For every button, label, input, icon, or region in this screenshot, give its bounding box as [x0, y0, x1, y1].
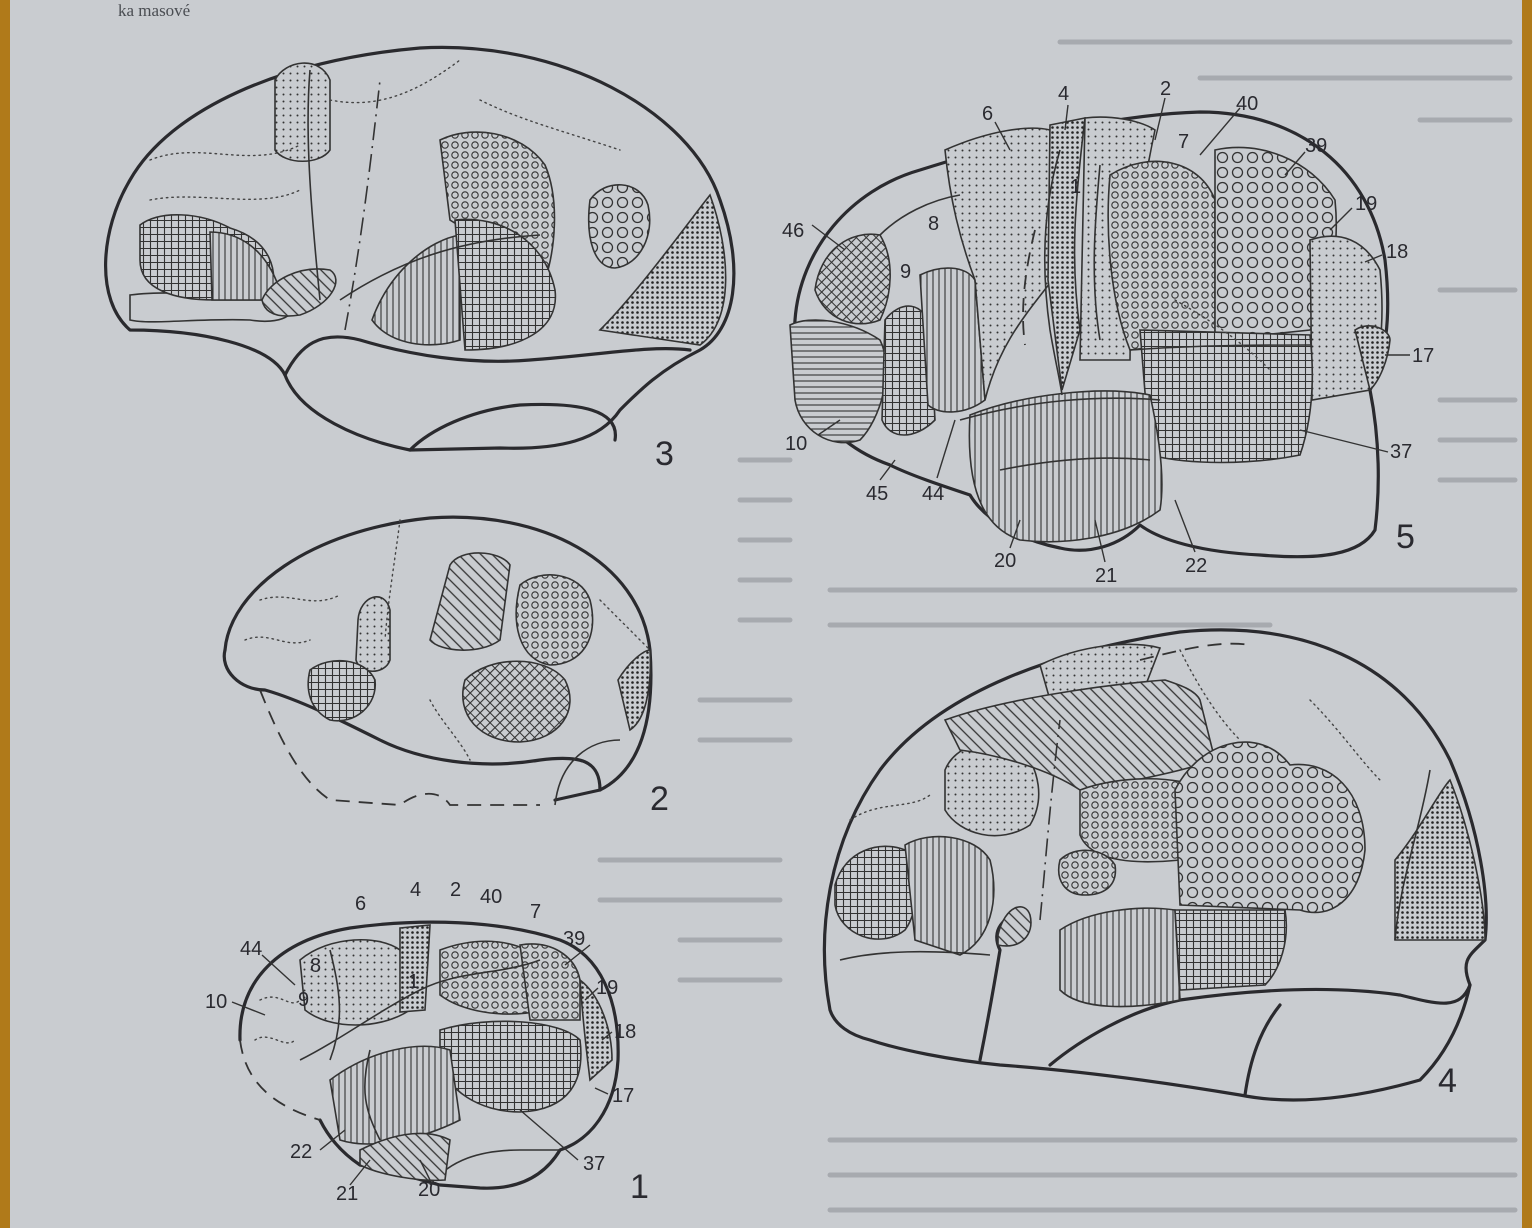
fig4-ring-tiny: [1059, 850, 1116, 895]
fig1-label-17: 17: [612, 1085, 634, 1107]
fig5-label-20: 20: [994, 550, 1016, 572]
fig1-label-37: 37: [583, 1153, 605, 1175]
fig3-number: 3: [655, 435, 674, 473]
fig1-label-8: 8: [310, 955, 321, 977]
fig5-number: 5: [1396, 518, 1415, 556]
fig4-vertical-area: [905, 837, 994, 955]
fig1-label-44: 44: [240, 938, 262, 960]
fig5-area-37: [1140, 330, 1312, 463]
fig4-number: 4: [1438, 1062, 1457, 1100]
fig1-label-18: 18: [614, 1021, 636, 1043]
fig1-label-1: 1: [408, 971, 419, 993]
fig5-label-19: 19: [1355, 193, 1377, 215]
fig5-label-39: 39: [1305, 135, 1327, 157]
fig5-label-7: 7: [1178, 131, 1189, 153]
fig5-label-22: 22: [1185, 555, 1207, 577]
fig5-label-37: 37: [1390, 441, 1412, 463]
fig5-label-40: 40: [1236, 93, 1258, 115]
fig1-label-39: 39: [563, 928, 585, 950]
fig2-crosshatch-area: [463, 661, 570, 742]
fig5-label-2: 2: [1160, 78, 1171, 100]
fig5-label-10: 10: [785, 433, 807, 455]
fig2-number: 2: [650, 780, 669, 818]
fig1-label-7: 7: [530, 901, 541, 923]
fig1-label-40: 40: [480, 886, 502, 908]
fig1-label-22: 22: [290, 1141, 312, 1163]
fig5-label-9: 9: [900, 261, 911, 283]
fig1-label-6: 6: [355, 893, 366, 915]
fig5-label-44: 44: [922, 483, 944, 505]
fig2-dotted-area: [356, 597, 390, 671]
header-text: ka masové: [118, 1, 190, 20]
fig5-label-18: 18: [1386, 241, 1408, 263]
fig5-label-46: 46: [782, 220, 804, 242]
fig1-label-2: 2: [450, 879, 461, 901]
fig3-dotted-area: [275, 63, 330, 161]
fig5-label-6: 6: [982, 103, 993, 125]
fig1-label-9: 9: [298, 989, 309, 1011]
fig2-ring-area: [516, 575, 592, 665]
fig4-grid-area-2: [1175, 910, 1286, 990]
fig1-label-19: 19: [596, 977, 618, 999]
fig1-label-10: 10: [205, 991, 227, 1013]
fig5-label-1: 1: [1070, 176, 1081, 198]
fig1-label-4: 4: [410, 879, 421, 901]
fig1-area-6-8: [300, 940, 410, 1025]
fig5-label-17: 17: [1412, 345, 1434, 367]
fig1-label-21: 21: [336, 1183, 358, 1205]
fig4-vertical-area-2: [1060, 908, 1180, 1006]
fig5-area-20-21-22: [969, 391, 1162, 542]
fig1-number: 1: [630, 1168, 649, 1206]
fig5-label-4: 4: [1058, 83, 1069, 105]
fig1-label-20: 20: [418, 1179, 440, 1201]
fig5-area-40: [1108, 161, 1215, 350]
fig5-label-45: 45: [866, 483, 888, 505]
fig5-label-8: 8: [928, 213, 939, 235]
fig5-label-21: 21: [1095, 565, 1117, 587]
